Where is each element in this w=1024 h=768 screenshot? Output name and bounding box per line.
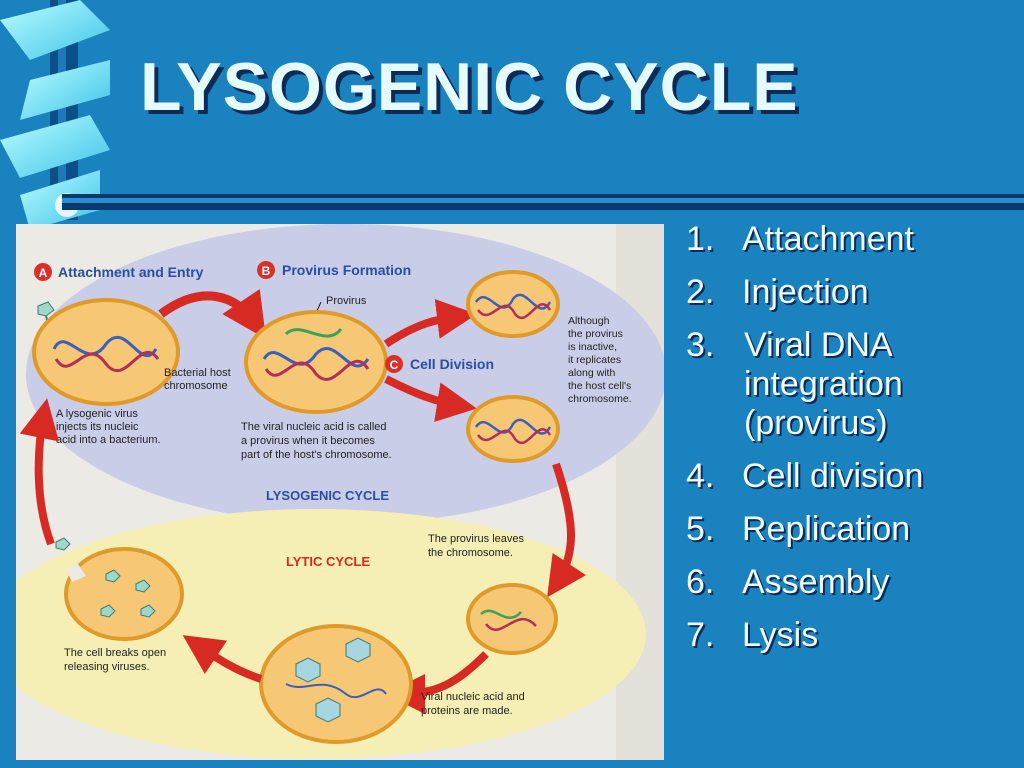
badge-b-letter: B [262, 264, 271, 278]
step-number: 6. [686, 563, 715, 601]
lysogenic-cycle-label: LYSOGENIC CYCLE [266, 488, 389, 503]
host-chromosome-label: Bacterial host chromosome [164, 367, 234, 392]
daughter-cell-top [466, 270, 560, 338]
step-number: 1. [686, 220, 715, 258]
step-number: 3. [686, 326, 715, 364]
step-item: 1. Attachment [686, 220, 964, 259]
arrow-b-to-c-bottom [384, 375, 477, 422]
step-text: Lysis [742, 616, 819, 654]
steps-list: 1. Attachment 2. Injection 3. Viral DNA … [686, 220, 964, 669]
host-cell-a [32, 298, 180, 406]
provirus-leaves-caption: The provirus leaves the chromosome. [428, 533, 527, 559]
stage-c-title: Cell Division [410, 356, 494, 372]
cell-provirus-excised [466, 583, 558, 655]
arrow-a-to-b [158, 289, 266, 339]
arrow-to-lysis [182, 635, 263, 683]
step-item: 6. Assembly [686, 563, 964, 602]
step-number: 5. [686, 510, 715, 548]
arrow-lysis-to-attachment [19, 398, 59, 546]
badge-c-icon [385, 355, 403, 373]
cell-proteins-made [259, 624, 413, 744]
stage-b-title: Provirus Formation [282, 262, 411, 278]
badge-a-icon [34, 263, 52, 281]
step-item: 5. Replication [686, 510, 964, 549]
step-number: 7. [686, 616, 715, 654]
stage-a-title: Attachment and Entry [58, 264, 204, 280]
proteins-caption: Viral nucleic acid and proteins are made… [421, 691, 528, 717]
division-caption: Although the provirus is inactive, it re… [568, 315, 634, 405]
step-number: 2. [686, 273, 715, 311]
step-item: 2. Injection [686, 273, 964, 312]
provirus-label: Provirus [326, 295, 367, 307]
step-text: Cell division [742, 457, 924, 495]
title-underline [62, 194, 1024, 210]
cell-lysis [64, 547, 184, 641]
provirus-caption: The viral nucleic acid is called a provi… [241, 421, 392, 461]
slide-title: LYSOGENIC CYCLE [140, 49, 799, 125]
step-item: 7. Lysis [686, 616, 964, 655]
cell-breaks-caption: The cell breaks open releasing viruses. [64, 647, 169, 673]
step-number: 4. [686, 457, 715, 495]
daughter-cell-bottom [466, 395, 560, 463]
step-item: 4. Cell division [686, 457, 964, 496]
badge-c-letter: C [390, 358, 399, 372]
lytic-cycle-label: LYTIC CYCLE [286, 554, 370, 569]
step-text: Assembly [742, 563, 890, 601]
virus-released-icon [55, 537, 71, 551]
arrow-b-to-c-top [383, 299, 477, 348]
arrow-to-lytic [547, 462, 586, 598]
step-text: Attachment [742, 220, 914, 258]
step-item: 3. Viral DNA integration (provirus) [686, 326, 964, 443]
virus-injects-caption: A lysogenic virus injects its nucleic ac… [56, 408, 161, 446]
step-text: Replication [742, 510, 911, 548]
ribbon-decoration [0, 0, 110, 230]
lysogenic-cycle-diagram: A Attachment and Entry Bacterial host ch… [16, 224, 664, 760]
step-text: Viral DNA integration (provirus) [744, 326, 903, 442]
badge-b-icon [257, 261, 275, 279]
badge-a-letter: A [39, 266, 48, 280]
step-text: Injection [742, 273, 869, 311]
